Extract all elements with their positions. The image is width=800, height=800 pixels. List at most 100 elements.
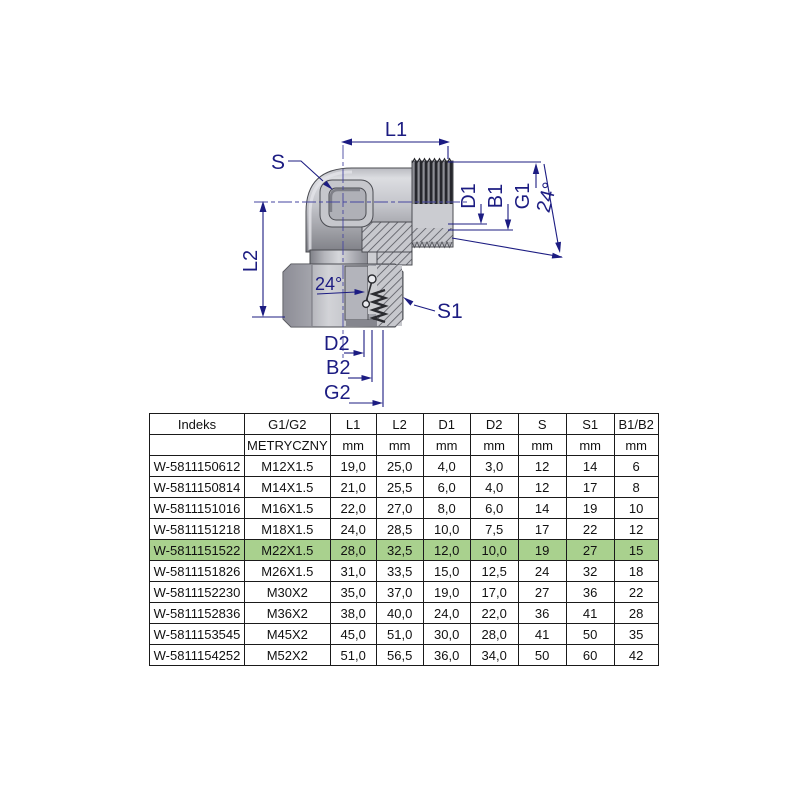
table-cell: 6 [613, 455, 659, 477]
dimension-annotations: L1 L2 D1 B1 G1 24° [240, 119, 563, 407]
table-cell: 28,0 [329, 539, 377, 561]
table-cell: 24,0 [329, 518, 377, 540]
table-cell: 42 [613, 644, 659, 666]
table-cell: B1/B2 [613, 413, 659, 435]
table-cell: 17 [517, 518, 567, 540]
table-cell: W-5811152230 [149, 581, 245, 603]
table-cell: 40,0 [375, 602, 424, 624]
table-cell: M16X1.5 [244, 497, 331, 519]
table-cell: W-5811151016 [149, 497, 245, 519]
table-cell: 6,0 [469, 497, 519, 519]
table-cell: 8 [613, 476, 659, 498]
table-cell: 3,0 [469, 455, 519, 477]
table-cell: 51,0 [329, 644, 377, 666]
table-cell: M36X2 [244, 602, 331, 624]
table-cell: 28,5 [375, 518, 424, 540]
table-cell: 14 [565, 455, 615, 477]
table-cell: 34,0 [469, 644, 519, 666]
dim-label-g1: G1 [512, 183, 534, 210]
table-cell: mm [565, 434, 615, 456]
table-cell: 27,0 [375, 497, 424, 519]
table-cell: 6,0 [422, 476, 471, 498]
table-cell: 50 [517, 644, 567, 666]
table-cell: M45X2 [244, 623, 331, 645]
table-cell: 35 [613, 623, 659, 645]
table-cell: M30X2 [244, 581, 331, 603]
table-cell: W-5811152836 [149, 602, 245, 624]
table-cell: 19 [517, 539, 567, 561]
table-cell: 28 [613, 602, 659, 624]
port-recess [328, 187, 367, 221]
table-cell: 10 [613, 497, 659, 519]
table-cell: 22,0 [469, 602, 519, 624]
table-cell: 25,5 [375, 476, 424, 498]
dim-label-d1: D1 [458, 183, 480, 209]
dim-label-d2: D2 [324, 333, 350, 355]
table-cell: L2 [375, 413, 424, 435]
table-cell: 21,0 [329, 476, 377, 498]
table-cell: 45,0 [329, 623, 377, 645]
table-cell: D2 [469, 413, 519, 435]
dim-label-b1: B1 [485, 184, 507, 208]
technical-drawing: L1 L2 D1 B1 G1 24° [240, 119, 563, 407]
table-cell: 35,0 [329, 581, 377, 603]
table-cell: 41 [517, 623, 567, 645]
table-cell: mm [329, 434, 377, 456]
table-cell: M18X1.5 [244, 518, 331, 540]
dim-label-l2: L2 [240, 250, 262, 272]
table-cell: W-5811154252 [149, 644, 245, 666]
dim-label-l1: L1 [385, 119, 407, 141]
table-cell: 22,0 [329, 497, 377, 519]
table-cell: 12,0 [422, 539, 471, 561]
table-cell: 27 [565, 539, 615, 561]
table-cell: 22 [613, 581, 659, 603]
table-cell: M26X1.5 [244, 560, 331, 582]
table-cell: M22X1.5 [244, 539, 331, 561]
table-cell: 27 [517, 581, 567, 603]
table-cell: 12 [613, 518, 659, 540]
table-cell: 15,0 [422, 560, 471, 582]
table-cell: 19 [565, 497, 615, 519]
table-cell: Indeks [149, 413, 245, 435]
dim-label-g2: G2 [324, 382, 351, 404]
table-cell: 10,0 [469, 539, 519, 561]
table-cell: METRYCZNY [244, 434, 331, 456]
table-cell: 25,0 [375, 455, 424, 477]
elbow-fitting-illustration [282, 157, 454, 328]
table-cell: L1 [329, 413, 377, 435]
table-cell: 12 [517, 476, 567, 498]
dim-label-s: S [271, 151, 285, 174]
angle-label-nut: 24° [315, 274, 342, 294]
table-cell: 30,0 [422, 623, 471, 645]
dim-label-s1: S1 [437, 300, 463, 323]
table-cell: 28,0 [469, 623, 519, 645]
table-cell: W-5811150612 [149, 455, 245, 477]
table-cell: 19,0 [422, 581, 471, 603]
table-cell: M52X2 [244, 644, 331, 666]
table-cell: 4,0 [422, 455, 471, 477]
table-cell: 8,0 [422, 497, 471, 519]
table-cell: 33,5 [375, 560, 424, 582]
table-cell: mm [613, 434, 659, 456]
table-cell: 36 [517, 602, 567, 624]
internal-thread-teeth [369, 288, 389, 324]
table-cell: 18 [613, 560, 659, 582]
table-cell: W-5811151522 [149, 539, 245, 561]
table-cell: 50 [565, 623, 615, 645]
table-cell: mm [375, 434, 424, 456]
table-cell: S [517, 413, 567, 435]
cone-marker-bottom [361, 299, 371, 309]
table-cell: 32,5 [375, 539, 424, 561]
table-cell: 51,0 [375, 623, 424, 645]
table-cell: 22 [565, 518, 615, 540]
